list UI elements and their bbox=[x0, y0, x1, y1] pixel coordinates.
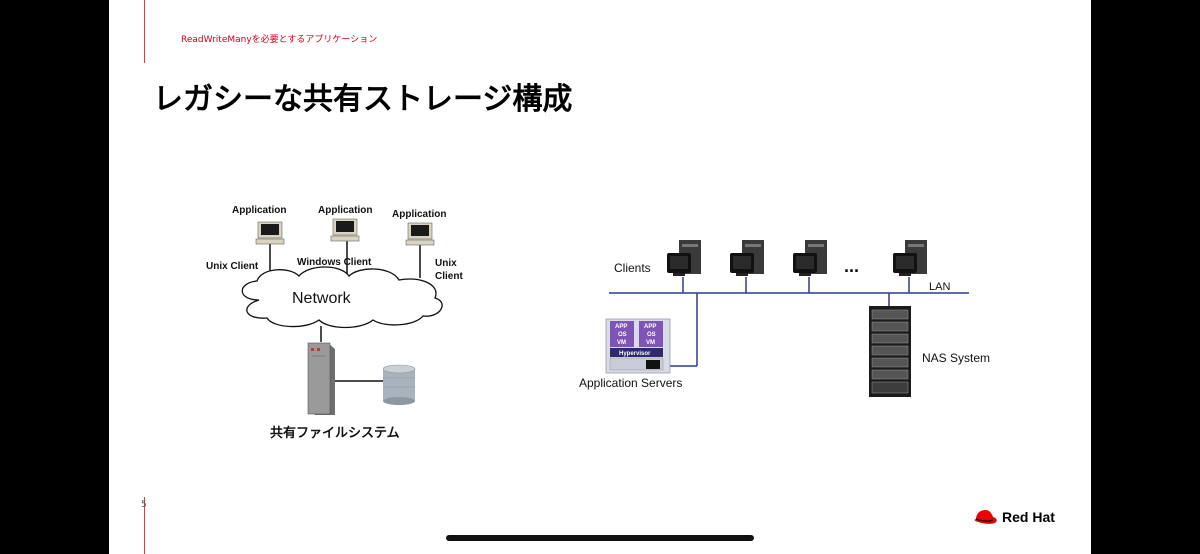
network-label: Network bbox=[292, 290, 352, 307]
client-workstation-icon bbox=[667, 240, 701, 276]
vm2-os: OS bbox=[647, 332, 656, 338]
client-label-client: Client bbox=[435, 271, 463, 282]
client-label-windows: Windows Client bbox=[297, 257, 372, 268]
application-server-icon bbox=[605, 318, 671, 374]
client-workstation-icon bbox=[730, 240, 764, 276]
slide-title: レガシーな共有ストレージ構成 bbox=[153, 82, 573, 117]
computer-icon bbox=[255, 221, 285, 245]
lan-label: LAN bbox=[929, 281, 950, 293]
shared-fs-caption: 共有ファイルシステム bbox=[270, 425, 400, 440]
home-indicator-bar[interactable] bbox=[446, 535, 754, 541]
clients-label: Clients bbox=[614, 261, 651, 275]
file-server-icon bbox=[307, 342, 335, 415]
client-workstation-icon bbox=[893, 240, 927, 276]
vm2-vm: VM bbox=[646, 340, 655, 346]
red-hat-icon bbox=[974, 510, 997, 524]
client-label-unix-2: Unix bbox=[435, 258, 457, 269]
hypervisor-label: Hypervisor bbox=[619, 351, 651, 357]
app-servers-label: Application Servers bbox=[579, 376, 682, 390]
storage-cylinder-icon bbox=[382, 364, 416, 405]
vm2-app: APP bbox=[644, 324, 656, 330]
client-label-unix: Unix Client bbox=[206, 261, 259, 272]
section-label: ReadWriteManyを必要とするアプリケーション bbox=[181, 35, 378, 45]
vm1-os: OS bbox=[618, 332, 627, 338]
app-label-2: Application bbox=[318, 205, 372, 216]
accent-rule-top bbox=[144, 0, 145, 63]
redhat-wordmark: Red Hat bbox=[1002, 509, 1055, 525]
nas-rack-icon bbox=[869, 306, 911, 397]
accent-rule-bottom bbox=[144, 497, 145, 554]
more-clients-ellipsis: ... bbox=[844, 256, 859, 276]
redhat-logo: Red Hat bbox=[972, 508, 1055, 526]
app-label-1: Application bbox=[232, 205, 286, 216]
client-workstation-icon bbox=[793, 240, 827, 276]
nas-system-label: NAS System bbox=[922, 351, 990, 365]
vm1-app: APP bbox=[615, 324, 627, 330]
page-number: 5 bbox=[141, 500, 147, 510]
legacy-shared-fs-diagram: Application Application Application Unix… bbox=[206, 205, 990, 440]
presentation-slide: ReadWriteManyを必要とするアプリケーション レガシーな共有ストレージ… bbox=[109, 0, 1091, 554]
network-cloud bbox=[241, 266, 443, 329]
app-label-3: Application bbox=[392, 209, 446, 220]
vm1-vm: VM bbox=[617, 340, 626, 346]
computer-icon bbox=[330, 218, 360, 242]
computer-icon bbox=[405, 222, 435, 246]
